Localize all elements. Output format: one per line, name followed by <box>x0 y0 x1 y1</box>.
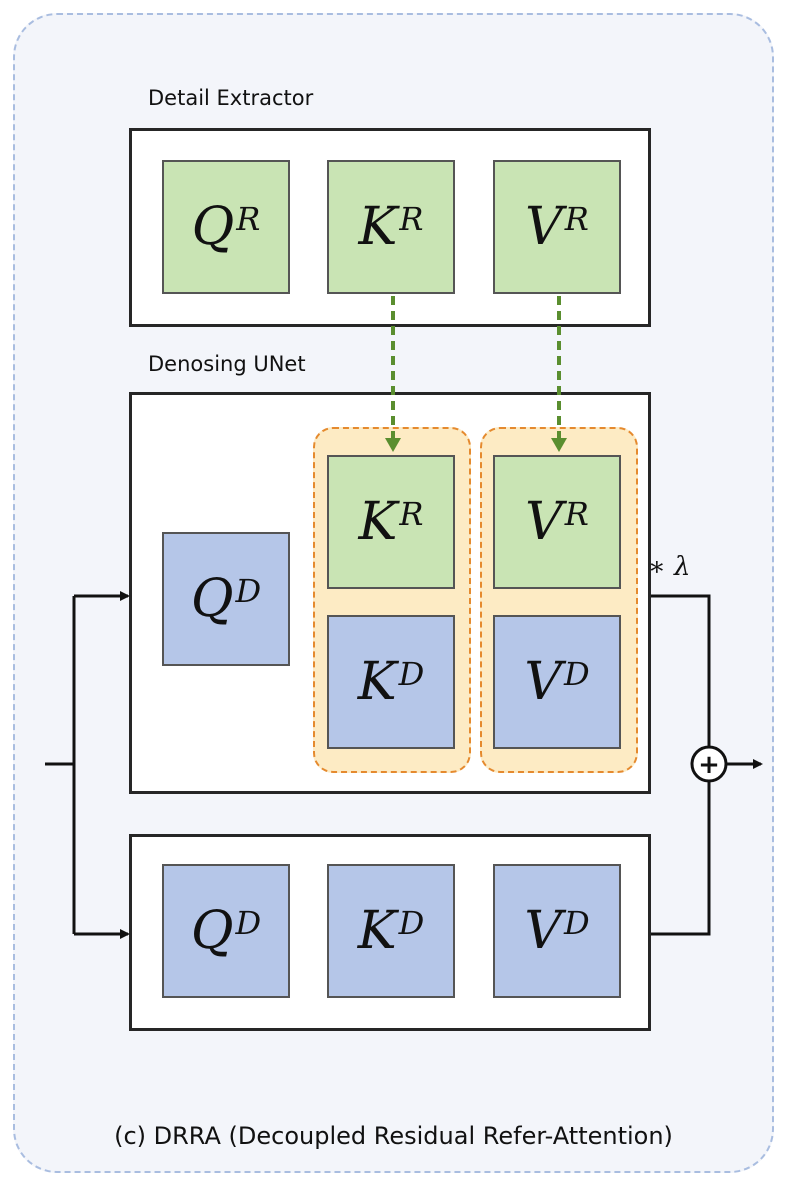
unet-k-symbol: K <box>357 652 397 712</box>
unet-v-ref-superscript: R <box>564 495 589 533</box>
unet-q-superscript: D <box>235 572 262 610</box>
v-injection-arrowhead <box>551 438 567 452</box>
unet-k-superscript: D <box>398 655 425 693</box>
residual-v-symbol: V <box>524 901 562 961</box>
residual-k-superscript: D <box>398 904 425 942</box>
scale-star: ∗ <box>648 552 666 582</box>
sum-plus-symbol: + <box>698 750 720 780</box>
unet-v-symbol: V <box>524 652 562 712</box>
residual-q-superscript: D <box>235 904 262 942</box>
residual-k-symbol: K <box>357 901 397 961</box>
detail-v-superscript: R <box>564 200 589 238</box>
figure-caption: (c) DRRA (Decoupled Residual Refer-Atten… <box>114 1122 673 1150</box>
detail-extractor-label: Detail Extractor <box>148 86 314 110</box>
detail-k-superscript: R <box>399 200 424 238</box>
residual-q-symbol: Q <box>190 901 234 961</box>
scale-lambda: λ <box>673 552 691 582</box>
detail-q-symbol: Q <box>191 197 235 257</box>
detail-q-superscript: R <box>236 200 261 238</box>
unet-v-superscript: D <box>563 655 590 693</box>
unet-q-symbol: Q <box>190 569 234 629</box>
unet-output-wire <box>651 594 711 746</box>
k-injection-arrowhead <box>385 438 401 452</box>
lambda-scale-label: ∗ λ <box>648 552 690 582</box>
denoising-unet-label: Denosing UNet <box>148 352 306 376</box>
residual-output-wire <box>651 782 711 936</box>
residual-v-superscript: D <box>563 904 590 942</box>
unet-k-ref-superscript: R <box>399 495 424 533</box>
detail-k-symbol: K <box>358 197 398 257</box>
unet-v-ref-symbol: V <box>525 492 563 552</box>
unet-k-ref-symbol: K <box>358 492 398 552</box>
detail-v-symbol: V <box>525 197 563 257</box>
